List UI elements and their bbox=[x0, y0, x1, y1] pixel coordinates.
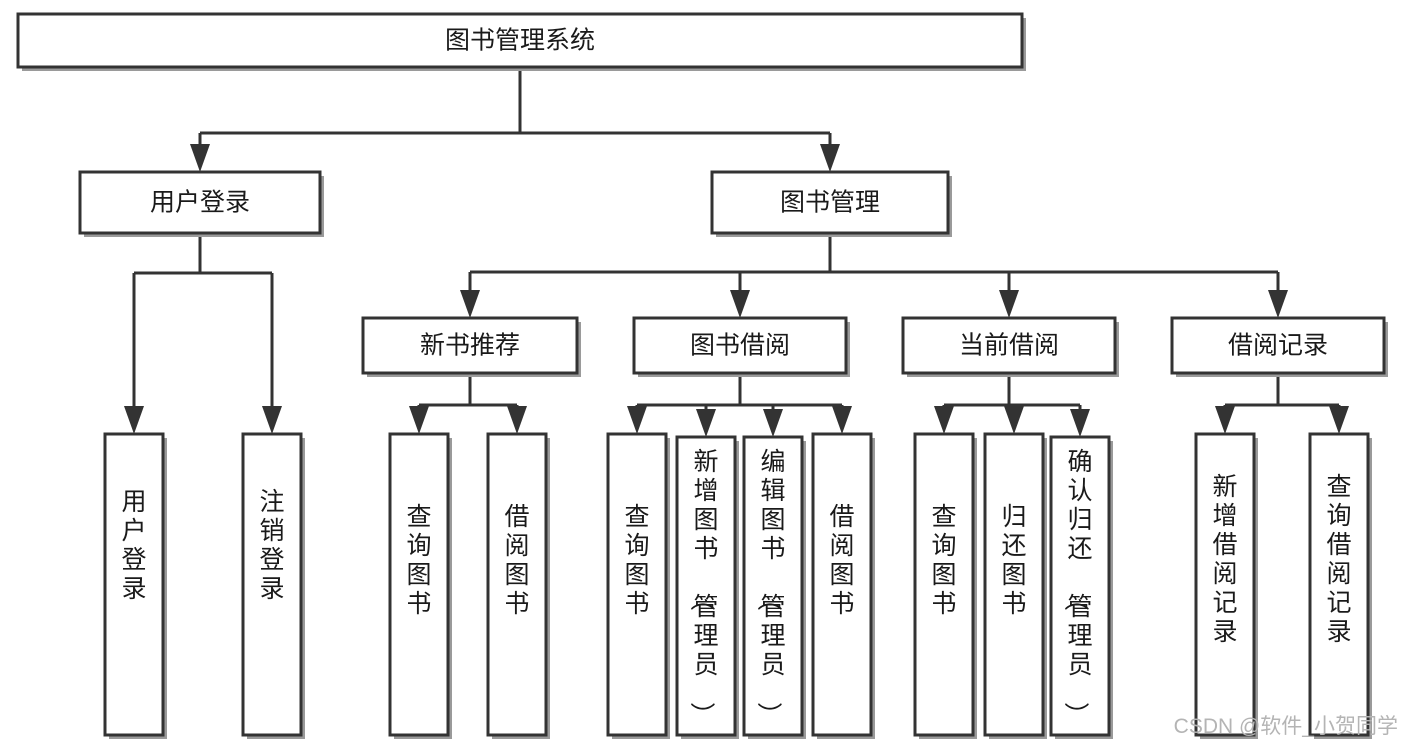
node-leaf-edit-book-admin-label: 编辑图书（管理员） bbox=[754, 448, 785, 727]
node-root-box bbox=[16, 12, 1024, 69]
node-leaf-edit-book-admin-box bbox=[742, 435, 804, 737]
node-leaf-user-logout[interactable]: 注销登录 bbox=[241, 432, 305, 739]
arrow-head-leaf-user-login bbox=[124, 406, 144, 434]
node-current-borrow[interactable]: 当前借阅 bbox=[901, 316, 1119, 377]
node-leaf-confirm-return-admin-label: 确认归还（管理员） bbox=[1061, 448, 1092, 727]
node-leaf-query-book-cur-label: 查询图书 bbox=[931, 503, 956, 618]
node-book-borrow-box bbox=[632, 316, 848, 375]
arrow-head-leaf-user-logout bbox=[262, 406, 282, 434]
node-leaf-return-book-box bbox=[983, 432, 1045, 737]
arrow-head-leaf-borrow-book bbox=[832, 406, 852, 434]
arrow-head-leaf-return-book bbox=[1004, 406, 1024, 434]
node-book-manage[interactable]: 图书管理 bbox=[710, 170, 952, 237]
arrow-head-leaf-add-borrow-record bbox=[1215, 406, 1235, 434]
node-book-borrow[interactable]: 图书借阅 bbox=[632, 316, 850, 377]
node-leaf-user-login[interactable]: 用户登录 bbox=[103, 432, 167, 739]
node-book-borrow-label: 图书借阅 bbox=[690, 332, 790, 360]
node-leaf-user-logout-label: 注销登录 bbox=[259, 488, 284, 603]
node-leaf-borrow-book-label: 借阅图书 bbox=[829, 503, 854, 618]
arrow-head-new-book-recommend bbox=[460, 290, 480, 318]
node-leaf-query-book-rec-box bbox=[388, 432, 450, 737]
node-book-manage-label: 图书管理 bbox=[780, 189, 880, 217]
node-user-login-label: 用户登录 bbox=[150, 189, 250, 217]
node-new-book-recommend-box bbox=[361, 316, 579, 375]
arrow-head-leaf-add-book-admin bbox=[696, 409, 716, 437]
node-current-borrow-label: 当前借阅 bbox=[959, 332, 1059, 360]
arrow-head-bookmanage bbox=[820, 144, 840, 172]
node-leaf-edit-book-admin[interactable]: 编辑图书（管理员） bbox=[742, 435, 806, 739]
node-borrow-record[interactable]: 借阅记录 bbox=[1170, 316, 1388, 377]
node-leaf-confirm-return-admin[interactable]: 确认归还（管理员） bbox=[1049, 435, 1113, 739]
node-book-manage-box bbox=[710, 170, 950, 235]
node-leaf-query-borrow-record-label: 查询借阅记录 bbox=[1326, 473, 1351, 646]
node-leaf-query-borrow-record-box bbox=[1308, 432, 1370, 737]
node-leaf-borrow-book-rec-label: 借阅图书 bbox=[504, 503, 529, 618]
node-user-login-box bbox=[78, 170, 322, 235]
arrow-head-leaf-edit-book-admin bbox=[763, 409, 783, 437]
node-borrow-record-box bbox=[1170, 316, 1386, 375]
node-leaf-add-borrow-record[interactable]: 新增借阅记录 bbox=[1194, 432, 1258, 739]
arrow-head-borrow-record bbox=[1268, 290, 1288, 318]
node-leaf-add-borrow-record-label: 新增借阅记录 bbox=[1212, 473, 1237, 646]
node-leaf-add-book-admin[interactable]: 新增图书（管理员） bbox=[675, 435, 739, 739]
node-leaf-query-book-rec-label: 查询图书 bbox=[406, 503, 431, 618]
node-leaf-user-login-label: 用户登录 bbox=[121, 488, 146, 603]
arrow-head-book-borrow bbox=[730, 290, 750, 318]
arrow-head-leaf-borrow-book-rec bbox=[507, 406, 527, 434]
arrow-head-leaf-query-borrow-record bbox=[1329, 406, 1349, 434]
arrow-head-current-borrow bbox=[999, 290, 1019, 318]
node-leaf-return-book[interactable]: 归还图书 bbox=[983, 432, 1047, 739]
node-leaf-query-book-borrow[interactable]: 查询图书 bbox=[606, 432, 670, 739]
node-root-label: 图书管理系统 bbox=[445, 27, 595, 55]
node-leaf-add-borrow-record-box bbox=[1194, 432, 1256, 737]
arrow-head-leaf-query-book-borrow bbox=[627, 406, 647, 434]
node-leaf-borrow-book-rec-box bbox=[486, 432, 548, 737]
node-leaf-query-book-cur-box bbox=[913, 432, 975, 737]
node-leaf-add-book-admin-box bbox=[675, 435, 737, 737]
node-leaf-query-book-rec[interactable]: 查询图书 bbox=[388, 432, 452, 739]
arrow-head-leaf-query-book-cur bbox=[934, 406, 954, 434]
node-leaf-borrow-book-rec[interactable]: 借阅图书 bbox=[486, 432, 550, 739]
node-borrow-record-label: 借阅记录 bbox=[1228, 332, 1328, 360]
node-leaf-confirm-return-admin-box bbox=[1049, 435, 1111, 737]
node-new-book-recommend[interactable]: 新书推荐 bbox=[361, 316, 581, 377]
node-leaf-query-borrow-record[interactable]: 查询借阅记录 bbox=[1308, 432, 1372, 739]
node-layer: 图书管理系统 用户登录 图书管理 新书推荐 bbox=[16, 12, 1388, 739]
node-current-borrow-box bbox=[901, 316, 1117, 375]
arrow-head-leaf-confirm-return-admin bbox=[1070, 409, 1090, 437]
node-leaf-user-login-box bbox=[103, 432, 165, 737]
node-root[interactable]: 图书管理系统 bbox=[16, 12, 1026, 71]
node-leaf-borrow-book-box bbox=[811, 432, 873, 737]
node-leaf-return-book-label: 归还图书 bbox=[1001, 503, 1026, 618]
node-leaf-query-book-borrow-box bbox=[606, 432, 668, 737]
node-leaf-user-logout-box bbox=[241, 432, 303, 737]
arrow-head-userlogin bbox=[190, 144, 210, 172]
arrow-head-leaf-query-book-rec bbox=[409, 406, 429, 434]
node-new-book-recommend-label: 新书推荐 bbox=[420, 332, 520, 360]
node-leaf-query-book-cur[interactable]: 查询图书 bbox=[913, 432, 977, 739]
connector-layer bbox=[124, 67, 1349, 437]
node-leaf-query-book-borrow-label: 查询图书 bbox=[624, 503, 649, 618]
node-user-login[interactable]: 用户登录 bbox=[78, 170, 324, 237]
csdn-watermark: CSDN @软件_小贺同学 bbox=[1174, 715, 1398, 738]
node-leaf-borrow-book[interactable]: 借阅图书 bbox=[811, 432, 875, 739]
node-leaf-add-book-admin-label: 新增图书（管理员） bbox=[687, 448, 718, 727]
